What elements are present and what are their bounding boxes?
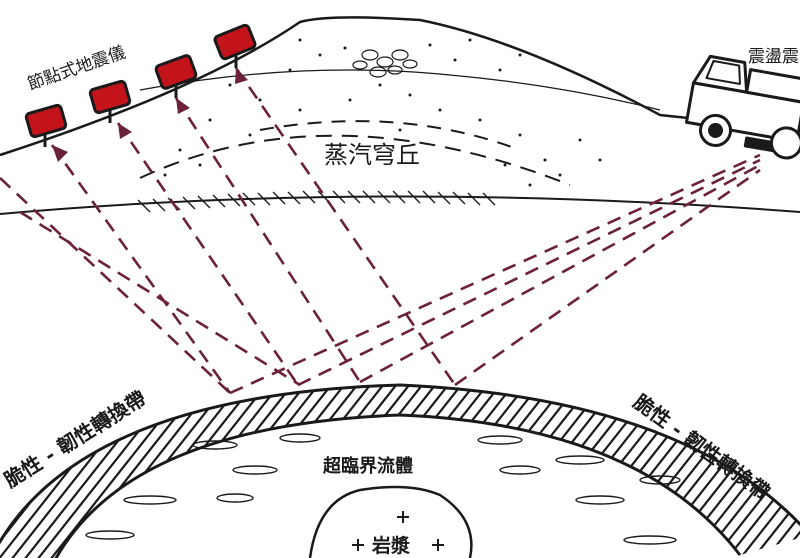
label-supercritical-fluid: 超臨界流體: [323, 455, 413, 477]
steam-dome: [137, 38, 602, 213]
dome-dots: [163, 38, 602, 187]
label-magma: 岩漿: [371, 534, 410, 557]
fluid-lenses: [85, 433, 681, 545]
ray-arrowheads: [52, 68, 248, 162]
vibroseis-truck-icon: [684, 54, 800, 160]
seismometer-2: [88, 79, 132, 123]
seismometer-4: [213, 23, 257, 68]
magma-chamber: [308, 485, 473, 558]
ground-surface: [0, 16, 800, 215]
magma-plus-marks: [352, 511, 444, 551]
seismometer-1: [24, 103, 68, 147]
label-bdt-right: 脆性 - 韌性轉換帶: [629, 390, 774, 505]
seismometer-3: [154, 54, 198, 98]
label-vibroseis-truck: 震盪震: [748, 47, 799, 67]
label-steam-dome: 蒸汽穹丘: [324, 141, 420, 169]
hatch-lines: [137, 190, 496, 213]
vent-rocks: [352, 49, 418, 78]
seismic-ray-paths: [0, 67, 761, 395]
seismometer-icon: [24, 23, 257, 147]
